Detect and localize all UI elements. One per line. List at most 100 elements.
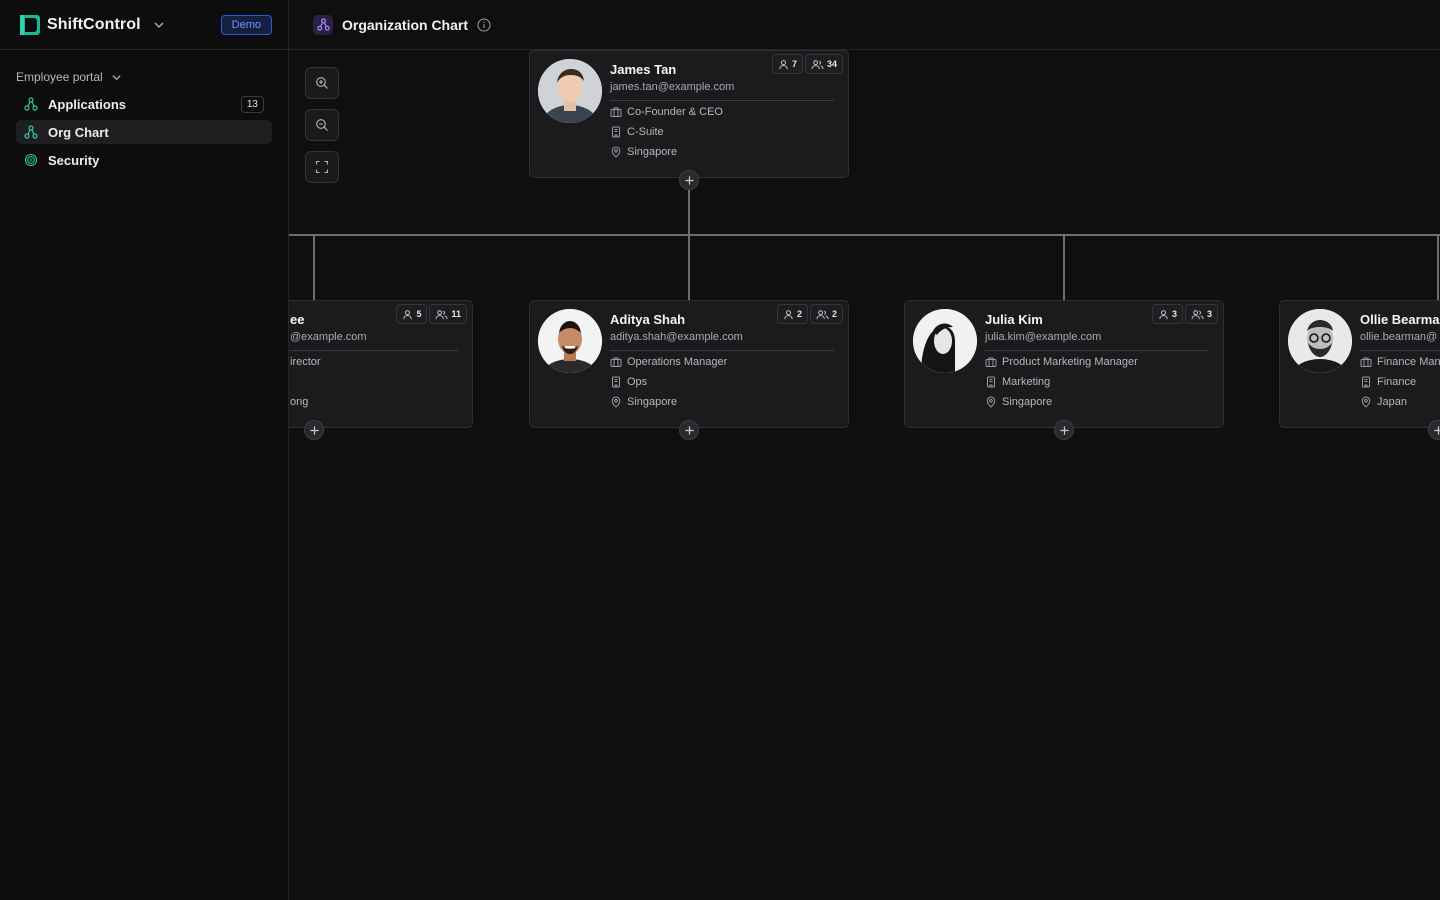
plus-icon [1059,425,1070,436]
employee-email: julia.kim@example.com [985,331,1102,343]
sidebar-item-org-chart[interactable]: Org Chart [16,120,272,144]
divider [610,100,834,101]
department: Ops [627,376,648,388]
demo-badge[interactable]: Demo [220,14,272,35]
fit-view-button[interactable] [305,151,339,183]
section-title: Employee portal [16,70,103,84]
info-icon[interactable] [477,18,491,32]
zoom-out-button[interactable] [305,109,339,141]
map-pin-icon [1360,396,1372,408]
total-reports-count: 11 [451,309,461,319]
zoom-in-button[interactable] [305,67,339,99]
employee-name: James Tan [610,62,677,77]
sidebar-item-security[interactable]: Security [16,148,272,172]
chevron-down-icon [112,74,121,80]
main-area: Organization Chart [289,0,1440,900]
direct-reports-count: 3 [1171,309,1177,319]
zoom-in-icon [316,77,328,89]
employee-name: Ollie Bearman [1360,312,1440,327]
plus-icon [684,175,695,186]
job-title-row: Finance Man [1360,356,1440,368]
chevron-down-icon[interactable] [153,19,165,31]
page-title: Organization Chart [342,16,469,33]
total-reports-badge: 34 [804,54,843,74]
location: ong [290,396,309,408]
expand-button[interactable] [679,420,699,440]
direct-reports-badge: 3 [1151,304,1183,324]
department: C-Suite [627,126,664,138]
connector-line [688,235,690,300]
location-row: ong [290,396,308,408]
building-icon [610,376,622,388]
map-pin-icon [610,396,622,408]
sidebar-item-applications[interactable]: Applications 13 [16,92,272,116]
building-icon [610,126,622,138]
avatar [538,309,602,373]
employee-card-ollie-bearman[interactable]: Ollie Bearman ollie.bearman@ Finance Man… [1279,300,1440,428]
employee-email: james.tan@example.com [610,81,735,93]
employee-name: Aditya Shah [610,312,686,327]
connector-line [313,235,315,300]
divider [290,350,458,351]
report-badges: 7 34 [771,54,843,74]
expand-button[interactable] [1428,420,1440,440]
job-title: Co-Founder & CEO [627,106,723,118]
divider [1360,350,1440,351]
fingerprint-icon [24,153,38,167]
direct-reports-count: 7 [791,59,797,69]
expand-button[interactable] [304,420,324,440]
users-icon [816,309,829,320]
fullscreen-icon [315,160,329,174]
location-row: Singapore [985,396,1052,408]
employee-card[interactable]: ee @example.com irector ong 5 11 [289,300,473,428]
department: Marketing [1002,376,1051,388]
total-reports-badge: 3 [1184,304,1218,324]
org-chart-canvas[interactable]: James Tan james.tan@example.com Co-Found… [289,50,1440,900]
org-chart-page-icon [313,14,333,35]
location: Japan [1377,396,1407,408]
employee-card-aditya-shah[interactable]: Aditya Shah aditya.shah@example.com Oper… [529,300,849,428]
map-pin-icon [610,146,622,158]
employee-portal-toggle[interactable]: Employee portal [16,70,288,84]
sidebar-item-label: Applications [48,96,127,112]
users-icon [811,59,824,70]
job-title: irector [290,356,321,368]
employee-card-james-tan[interactable]: James Tan james.tan@example.com Co-Found… [529,50,849,178]
connector-line [1437,235,1439,300]
avatar [1288,309,1352,373]
location-row: Singapore [610,396,677,408]
briefcase-icon [1360,356,1372,368]
avatar [913,309,977,373]
applications-count-badge: 13 [240,95,264,113]
users-icon [435,309,448,320]
expand-button[interactable] [679,170,699,190]
briefcase-icon [610,356,622,368]
job-title-row: Co-Founder & CEO [610,106,723,118]
job-title-row: Operations Manager [610,356,727,368]
job-title-row: Product Marketing Manager [985,356,1138,368]
user-icon [778,59,789,70]
total-reports-badge: 2 [809,304,843,324]
page-header: Organization Chart [289,0,1440,50]
plus-icon [684,425,695,436]
user-icon [783,309,794,320]
users-icon [1191,309,1204,320]
report-badges: 2 2 [776,304,843,324]
department-row: C-Suite [610,126,664,138]
org-icon [24,125,38,139]
direct-reports-badge: 2 [776,304,808,324]
employee-card-julia-kim[interactable]: Julia Kim julia.kim@example.com Product … [904,300,1224,428]
user-icon [402,309,413,320]
connector-line [1063,235,1065,300]
connector-line [688,189,690,235]
department-row: Finance [1360,376,1416,388]
department: Finance [1377,376,1417,388]
total-reports-count: 34 [826,59,837,69]
map-pin-icon [985,396,997,408]
connector-line [289,234,1440,236]
direct-reports-badge: 5 [396,304,428,324]
expand-button[interactable] [1054,420,1074,440]
report-badges: 5 11 [396,304,467,324]
briefcase-icon [610,106,622,118]
department-row: Marketing [985,376,1050,388]
